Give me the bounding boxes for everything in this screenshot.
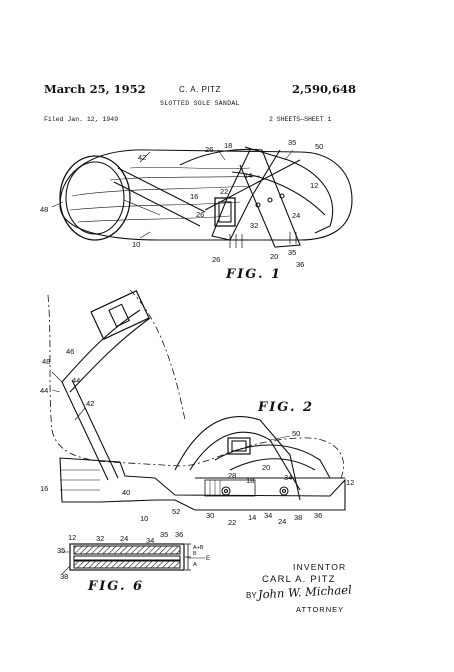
svg-text:42: 42 [138,153,146,162]
svg-text:14: 14 [248,513,256,522]
svg-text:14: 14 [244,171,252,180]
svg-text:A: A [193,562,197,568]
svg-text:18: 18 [246,476,254,485]
svg-text:38: 38 [294,513,302,522]
filed-date: Filed Jan. 12, 1949 [44,116,119,123]
svg-text:48: 48 [42,357,50,366]
svg-text:18: 18 [224,141,232,150]
svg-text:42: 42 [86,399,94,408]
svg-text:12: 12 [310,181,318,190]
svg-text:50: 50 [315,142,323,151]
svg-text:20: 20 [262,463,270,472]
svg-text:28: 28 [228,471,236,480]
sheet-info: 2 SHEETS—SHEET 1 [269,116,332,123]
svg-text:36: 36 [175,530,183,539]
svg-text:34: 34 [264,511,272,520]
svg-text:24: 24 [120,534,128,543]
patent-number: 2,590,648 [292,82,357,96]
svg-text:E: E [206,556,210,562]
svg-text:10: 10 [140,514,148,523]
svg-text:50: 50 [292,429,300,438]
svg-text:24: 24 [292,211,300,220]
svg-text:35: 35 [160,530,168,539]
svg-text:44: 44 [72,376,80,385]
svg-text:26: 26 [205,145,213,154]
svg-text:10: 10 [132,240,140,249]
svg-text:38: 38 [60,572,68,581]
inventor-header: C. A. PITZ [179,85,221,94]
figure-1-caption: FIG. 1 [226,267,283,282]
patent-date: March 25, 1952 [44,82,146,96]
svg-text:B: B [193,551,197,557]
svg-text:36: 36 [296,260,304,269]
svg-text:16: 16 [40,484,48,493]
svg-text:30: 30 [206,511,214,520]
svg-text:16: 16 [190,192,198,201]
svg-text:22: 22 [228,518,236,527]
svg-text:22: 22 [220,187,228,196]
inventor-name: CARL A. PITZ [262,574,336,585]
attorney-label: ATTORNEY [296,605,345,614]
svg-text:12: 12 [346,478,354,487]
svg-text:46: 46 [66,347,74,356]
svg-text:32: 32 [250,221,258,230]
svg-text:44: 44 [40,386,48,395]
svg-text:35: 35 [57,546,65,555]
svg-text:34: 34 [284,473,292,482]
svg-text:20: 20 [270,252,278,261]
svg-text:26: 26 [196,210,204,219]
svg-text:34: 34 [146,536,154,545]
by-label: BY [246,591,257,600]
figure-2-caption: FIG. 2 [258,400,315,415]
figure-6-caption: FIG. 6 [88,579,145,594]
svg-text:40: 40 [122,488,130,497]
svg-text:35: 35 [288,248,296,257]
svg-text:48: 48 [40,205,48,214]
patent-title: SLOTTED SOLE SANDAL [160,100,240,107]
svg-text:26: 26 [212,255,220,264]
svg-text:12: 12 [68,533,76,542]
svg-text:36: 36 [314,511,322,520]
inventor-label: INVENTOR [293,562,347,572]
svg-text:52: 52 [172,507,180,516]
svg-text:32: 32 [96,534,104,543]
svg-text:A+B: A+B [193,545,204,551]
svg-text:24: 24 [278,517,286,526]
svg-text:35: 35 [288,138,296,147]
